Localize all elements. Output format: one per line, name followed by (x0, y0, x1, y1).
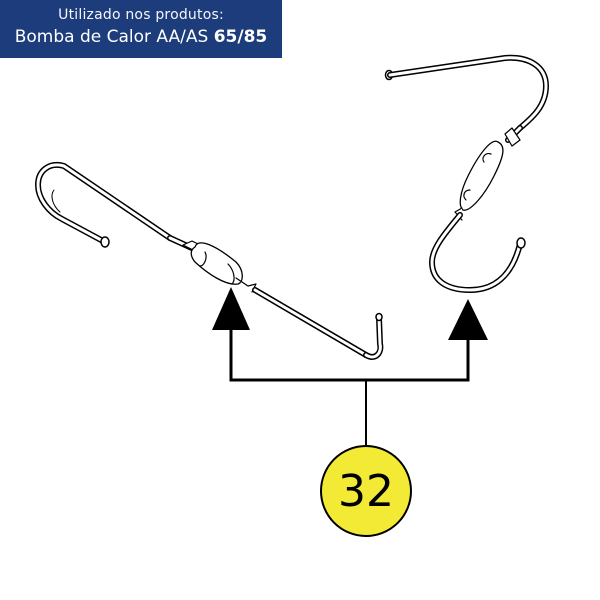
part-number-circle (320, 445, 412, 537)
right-arrow-head (448, 299, 488, 340)
product-banner: Utilizado nos produtos: Bomba de Calor A… (0, 0, 282, 58)
product-models: 65/85 (213, 27, 268, 47)
product-line: Bomba de Calor AA/AS 65/85 (0, 27, 282, 47)
product-name: Bomba de Calor AA/AS (14, 27, 209, 47)
part-number-label: 32 (338, 466, 394, 517)
left-tube-assembly (35, 162, 384, 360)
callout-leader (229, 330, 470, 455)
used-in-label: Utilizado nos produtos: (58, 7, 224, 23)
right-tube-assembly (384, 54, 549, 293)
part-number-callout: 32 (320, 445, 412, 537)
left-arrow-head (212, 287, 250, 330)
